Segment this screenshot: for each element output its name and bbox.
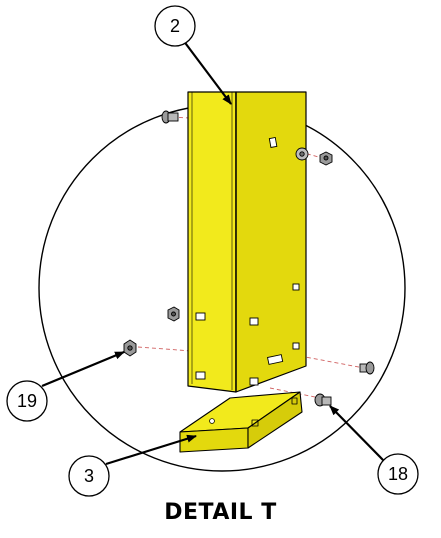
- post-channel: [187, 91, 307, 393]
- callout-3: 3: [68, 455, 110, 497]
- callout-18-label: 18: [388, 464, 408, 484]
- hardware-nut-right: [319, 151, 333, 166]
- callout-19-label: 19: [17, 391, 37, 411]
- hardware-washer-right: [295, 147, 309, 161]
- leader-lines: [41, 39, 384, 466]
- leader-2: [182, 39, 232, 105]
- base-bracket: [179, 391, 303, 453]
- hardware-bolt-top-left: [161, 110, 179, 124]
- hardware-bolt-right-lower: [359, 361, 375, 375]
- hardware-bolt-18: [314, 393, 332, 407]
- hardware-washer-19: [123, 339, 137, 357]
- callout-2: 2: [154, 5, 196, 47]
- leader-3: [105, 434, 197, 466]
- callout-18: 18: [377, 453, 419, 495]
- callout-2-label: 2: [170, 16, 180, 36]
- hardware-nut-mid-left: [167, 306, 180, 322]
- callout-3-label: 3: [84, 466, 94, 486]
- detail-caption: DETAIL T: [164, 500, 277, 525]
- leader-19: [41, 350, 125, 388]
- leader-18: [329, 405, 384, 461]
- callout-19: 19: [6, 380, 48, 422]
